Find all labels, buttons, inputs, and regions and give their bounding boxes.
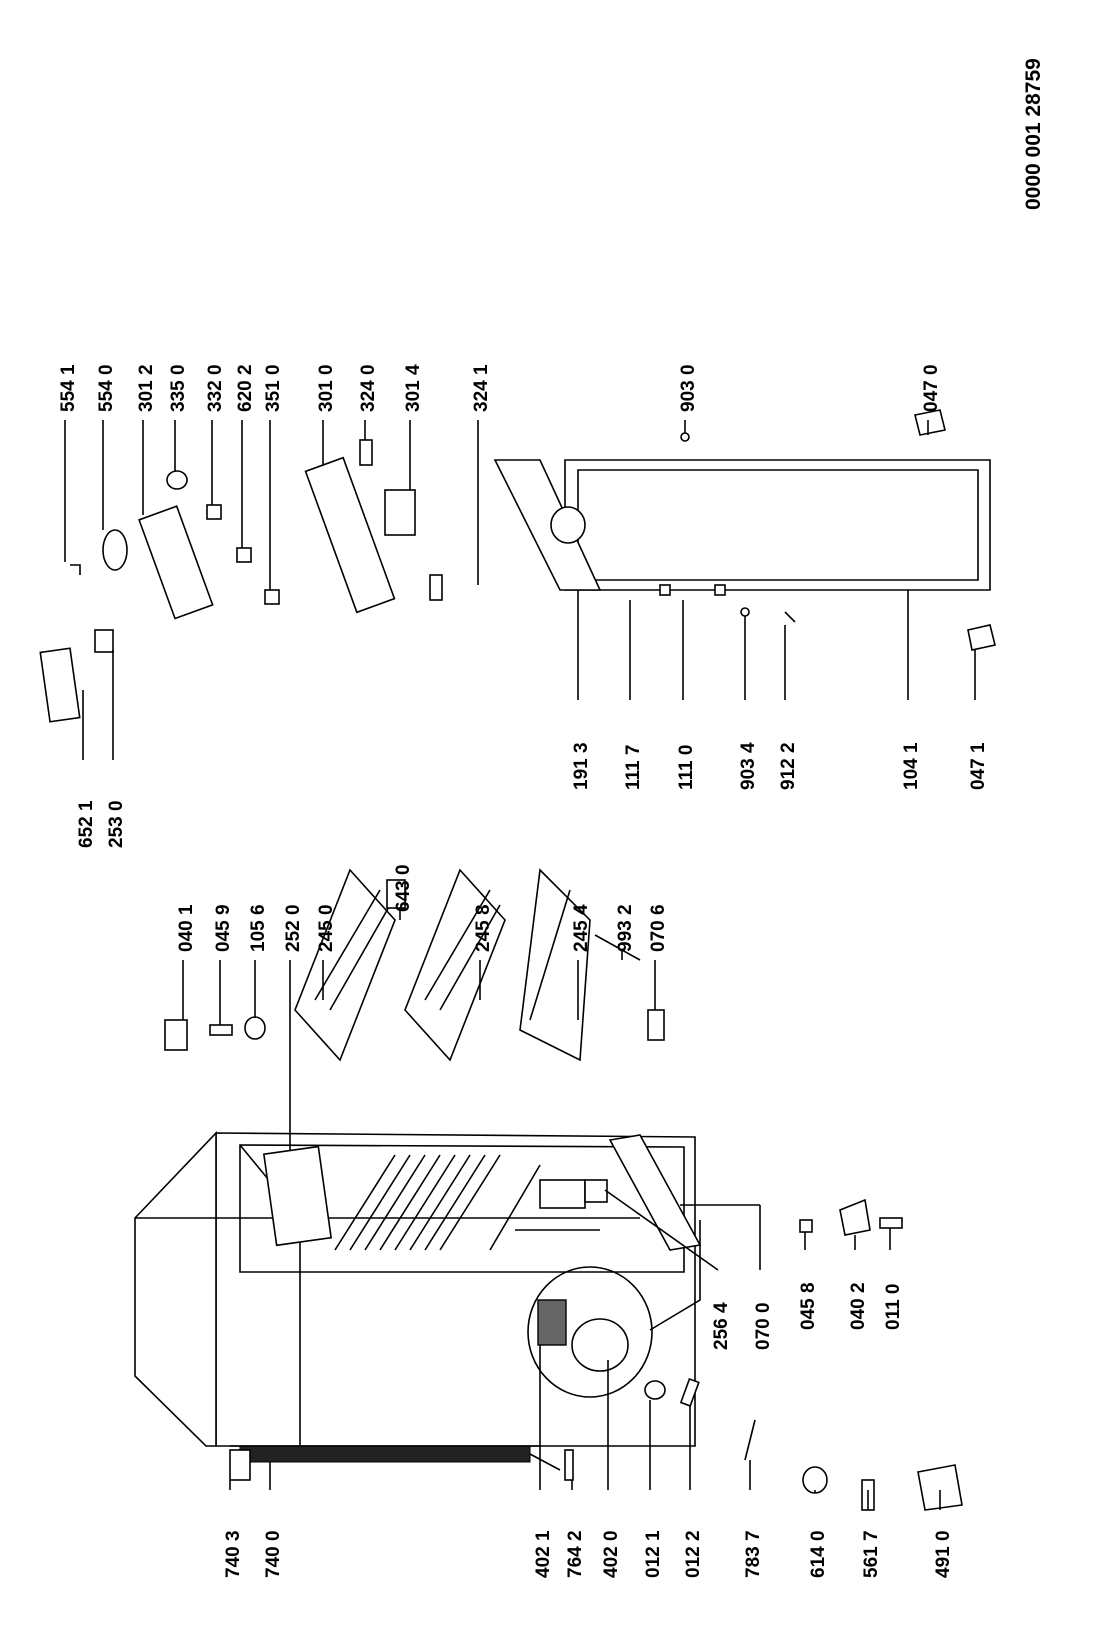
label-7642: 764 2 [565,1530,586,1578]
label-3240: 324 0 [358,364,379,412]
shelf-lower [519,868,591,1062]
control-box [262,1145,333,1247]
label-3012: 301 2 [136,364,157,412]
label-2450: 245 0 [316,904,337,952]
label-0470: 047 0 [921,364,942,412]
part-6521-shape [39,647,81,723]
shelf-upper [294,868,396,1062]
part-0471-shape [967,624,996,651]
label-1913: 191 3 [571,742,592,790]
part-3010-shape [304,456,396,614]
part-labels: 652 1 253 0 554 1 554 0 301 2 335 0 332 … [58,364,989,1578]
label-5541: 554 1 [58,364,79,412]
label-5617: 561 7 [861,1530,882,1578]
label-9932: 993 2 [615,904,636,952]
label-6430: 643 0 [393,864,414,912]
cabinet-drawing [134,1131,702,1481]
label-0459: 045 9 [213,904,234,952]
label-9034: 903 4 [738,742,759,790]
label-7400: 740 0 [263,1530,284,1578]
leader-lines [64,420,976,1510]
label-4020: 402 0 [601,1530,622,1578]
label-0402: 040 2 [848,1282,869,1330]
shelf-rails [334,1154,541,1251]
compressor-area [527,1266,653,1398]
label-7837: 783 7 [743,1530,764,1578]
label-0471: 047 1 [968,742,989,790]
label-2564: 256 4 [711,1302,732,1350]
label-3320: 332 0 [205,364,226,412]
label-2520: 252 0 [283,904,304,952]
label-0706: 070 6 [648,904,669,952]
shelf-middle [404,868,506,1062]
label-9122: 912 2 [778,742,799,790]
label-2530: 253 0 [106,800,127,848]
condenser [239,1445,531,1463]
label-2458: 245 8 [473,904,494,952]
document-number: 0000 001 28759 [1022,58,1045,210]
label-2454: 245 4 [571,904,592,952]
label-0458: 045 8 [798,1282,819,1330]
label-4910: 491 0 [933,1530,954,1578]
label-1117: 111 7 [623,745,644,790]
label-9030: 903 0 [678,364,699,412]
door-drawing [493,459,991,596]
label-3241: 324 1 [471,364,492,412]
part-0470-shape [914,409,946,436]
part-6430-shape [386,879,406,909]
label-6521: 652 1 [76,800,97,848]
label-3014: 301 4 [403,364,424,412]
label-0401: 040 1 [176,904,197,952]
label-3010: 301 0 [316,364,337,412]
label-3510: 351 0 [263,364,284,412]
label-6202: 620 2 [235,364,256,412]
label-4021: 402 1 [533,1530,554,1578]
label-0110: 011 0 [883,1284,904,1331]
label-5540: 554 0 [96,364,117,412]
label-0700: 070 0 [753,1302,774,1350]
label-1056: 105 6 [248,904,269,952]
label-0121: 012 1 [643,1530,664,1578]
label-3350: 335 0 [168,364,189,412]
label-1110: 111 0 [676,745,697,790]
label-0122: 012 2 [683,1530,704,1578]
label-6140: 614 0 [808,1530,829,1578]
part-3012-shape [138,505,214,620]
label-7403: 740 3 [223,1530,244,1578]
label-1041: 104 1 [901,742,922,790]
